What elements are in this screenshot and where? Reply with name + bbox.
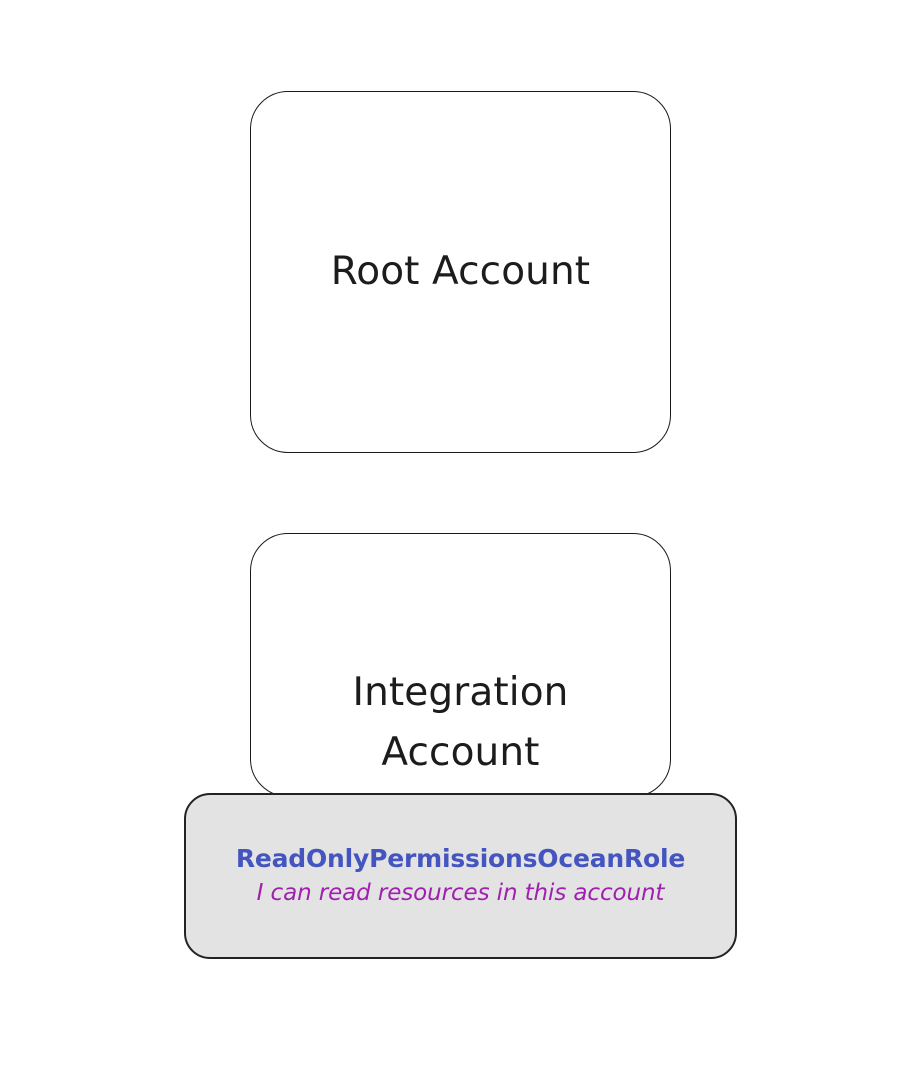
integration-account-node[interactable]: Integration Account (250, 533, 671, 797)
root-account-node[interactable]: Root Account (250, 91, 671, 453)
root-account-label: Root Account (330, 248, 591, 294)
read-only-role-title: ReadOnlyPermissionsOceanRole (235, 844, 686, 874)
read-only-role-node[interactable]: ReadOnlyPermissionsOceanRole I can read … (184, 793, 737, 959)
read-only-role-description: I can read resources in this account (256, 880, 665, 907)
integration-account-label: Integration Account (352, 670, 569, 775)
